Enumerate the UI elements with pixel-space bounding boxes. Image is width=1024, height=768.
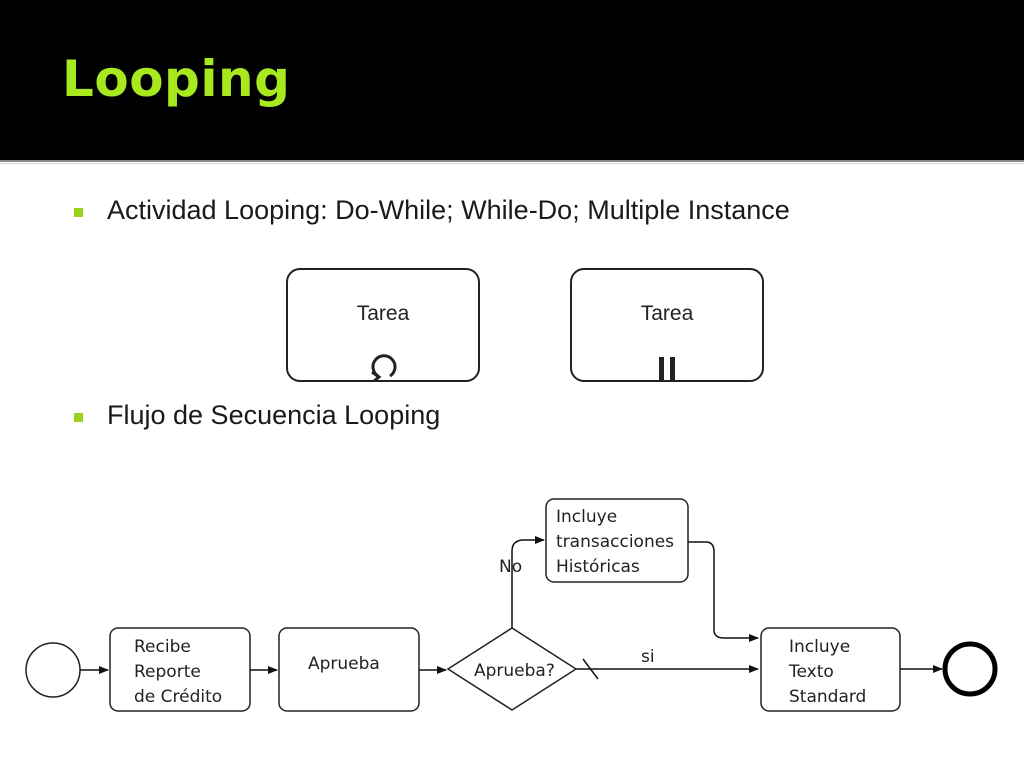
- task-line: transacciones: [556, 532, 674, 552]
- multi-instance-icon: [659, 357, 675, 381]
- task-label: Tarea: [356, 302, 410, 325]
- task-line: Standard: [789, 687, 866, 707]
- task-line: Recibe: [134, 637, 191, 657]
- task-line: Incluye: [556, 507, 617, 527]
- title-divider-light: [0, 163, 1024, 164]
- task-multi-instance: Tarea: [570, 268, 764, 382]
- start-event: [25, 642, 81, 698]
- flow-historicas-to-standard: [688, 541, 759, 642]
- slide-title: Looping: [62, 50, 291, 108]
- title-divider: [0, 160, 1024, 162]
- task-line: Incluye: [789, 637, 850, 657]
- task-label: Tarea: [640, 302, 694, 325]
- bullet-text: Actividad Looping: Do-While; While-Do; M…: [107, 195, 790, 225]
- end-event: [942, 641, 998, 697]
- task-line: Reporte: [134, 662, 201, 682]
- task-incluye-historicas: [545, 498, 689, 583]
- task-line: Texto: [788, 662, 834, 682]
- default-flow-slash: [582, 658, 599, 680]
- loop-icon: [371, 354, 397, 382]
- gateway-label: Aprueba?: [474, 661, 555, 681]
- task-loop: Tarea: [286, 268, 480, 382]
- si-label: si: [641, 647, 655, 667]
- flow-gateway-no: [511, 536, 545, 628]
- exclusive-gateway: [446, 627, 578, 711]
- task-line: de Crédito: [134, 687, 222, 707]
- bullet-square-icon: [74, 413, 83, 422]
- title-band: [0, 0, 1024, 160]
- task-line: Aprueba: [308, 654, 380, 674]
- no-label: No: [499, 557, 522, 577]
- bullet-text: Flujo de Secuencia Looping: [107, 400, 441, 430]
- task-line: Históricas: [556, 557, 640, 577]
- bullet-square-icon: [74, 208, 83, 217]
